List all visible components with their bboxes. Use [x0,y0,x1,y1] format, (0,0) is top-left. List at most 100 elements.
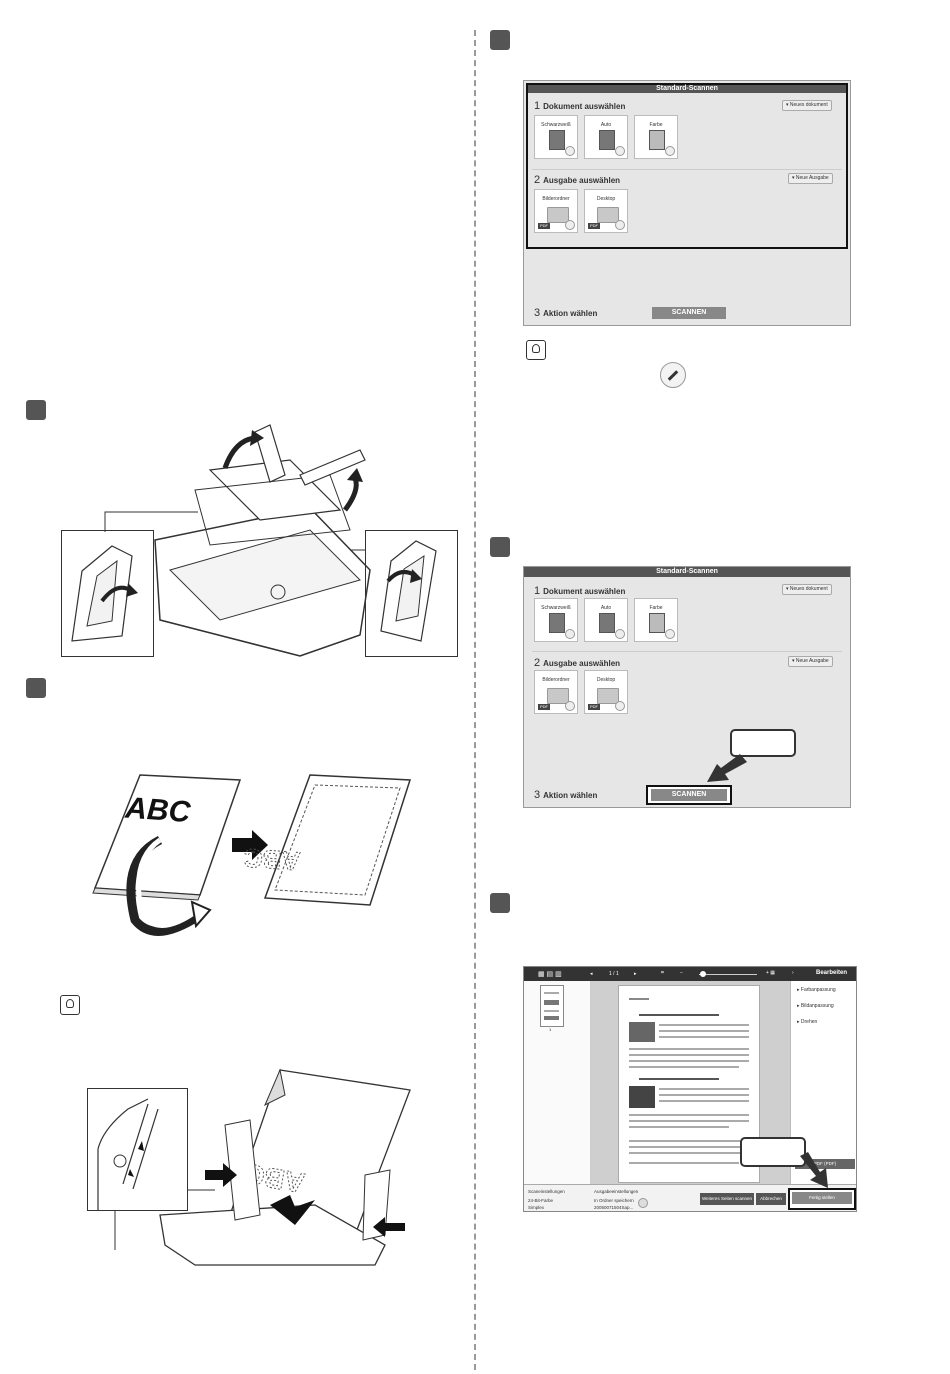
pen-icon[interactable] [565,701,575,711]
image-adjust-link[interactable]: ▸ Bildanpassung [797,1003,834,1009]
pen-icon[interactable] [565,220,575,230]
format-badge: PDF [588,223,600,229]
doc-card-color[interactable]: Farbe [634,115,678,159]
step-badge [490,30,510,50]
section-text: Ausgabe auswählen [543,176,621,185]
pen-icon[interactable] [565,146,575,156]
pen-icon[interactable] [665,146,675,156]
format-button[interactable]: PDF (PDF) [795,1159,855,1169]
inset-guide [87,1088,188,1211]
new-document-button[interactable]: ▾ Neues dokument [782,584,832,595]
scan-button[interactable]: SCANNEN [652,307,726,319]
pen-icon[interactable] [615,146,625,156]
format-badge: PDF [538,223,550,229]
document-icon [599,130,615,150]
inset-left [61,530,154,657]
zoom-slider-handle[interactable] [700,971,706,977]
color-adjust-link[interactable]: ▸ Farbanpassung [797,987,836,993]
scan-settings-label: Scaneinstellungen [528,1189,565,1194]
document-icon [549,613,565,633]
zoom-slider[interactable] [699,974,757,975]
new-output-button[interactable]: ▾ Neue Ausgabe [788,173,833,184]
cancel-button[interactable]: Abbrechen [756,1193,786,1205]
link-label: Farbanpassung [800,987,836,993]
zoom-in-icon[interactable]: + ▦ [766,970,776,976]
scan-more-button[interactable]: Weiteres Seiten scannen [700,1193,754,1205]
document-icon [599,613,615,633]
pen-icon[interactable] [665,629,675,639]
link-label: Drehen [800,1019,818,1025]
folder-icon [597,207,619,223]
callout-box [730,729,796,757]
scan-viewer-window: ▦ ▤ ▥ ◂ 1 / 1 ▸ ⌗ − + ▦ › Bearbeiten 1 [523,966,857,1212]
new-output-button[interactable]: ▾ Neue Ausgabe [788,656,833,667]
viewer-footer: Scaneinstellungen 24-Bit-Farbe Simplex A… [524,1184,856,1211]
pen-icon[interactable] [615,220,625,230]
doc-card-auto[interactable]: Auto [584,115,628,159]
thumbnail-number: 1 [549,1027,552,1032]
button-label: Neues dokument [789,586,828,592]
card-label: Desktop [596,196,616,202]
paper-orientation-illustration: ABC ABC [92,774,412,936]
section-text: Dokument auswählen [543,102,626,111]
card-label: Schwarzweiß [541,605,571,611]
new-document-button[interactable]: ▾ Neues dokument [782,100,832,111]
pen-icon[interactable] [565,629,575,639]
format-badge: PDF [588,704,600,710]
section-number: 1 [534,100,541,112]
edit-panel: ▸ Farbanpassung ▸ Bildanpassung ▸ Drehen… [790,981,856,1184]
scan-button[interactable]: SCANNEN [651,789,727,801]
folder-icon [547,207,569,223]
next-page-icon[interactable]: ▸ [634,971,637,977]
fit-icon[interactable]: ⌗ [661,970,664,976]
finish-button[interactable]: Fertig stellen [792,1192,852,1204]
prev-page-icon[interactable]: ◂ [590,971,593,977]
card-label: Desktop [596,677,616,683]
paper-insert-illustration: ABC [114,1068,411,1266]
doc-card-bw[interactable]: Schwarzweiß [534,115,578,159]
scan-settings-mode: Simplex [528,1205,545,1210]
card-label: Farbe [649,122,663,128]
abc-text-flipped: ABC [243,843,302,877]
window-title: Standard-Scannen [524,567,850,577]
viewer-toolbar: ▦ ▤ ▥ ◂ 1 / 1 ▸ ⌗ − + ▦ › Bearbeiten [524,967,856,981]
section-text: Aktion wählen [543,309,598,318]
window-title: Standard-Scannen [528,85,846,93]
output-settings-file: 20050071504Sap... [594,1205,634,1210]
highlight-frame [526,83,848,249]
section-number: 3 [534,307,541,319]
card-label: Bilderordner [542,677,570,683]
step-badge [26,400,46,420]
doc-card-bw[interactable]: Schwarzweiß [534,598,578,642]
scan-settings-value: 24-Bit-Farbe [528,1198,554,1203]
step-badge [26,678,46,698]
grid-view-icon[interactable]: ▦ ▤ ▥ [538,971,562,978]
pen-icon[interactable] [615,629,625,639]
section-text: Ausgabe auswählen [543,659,621,668]
expand-panel-icon[interactable]: › [792,970,794,976]
format-badge: PDF [538,704,550,710]
pen-icon [660,362,686,388]
rotate-link[interactable]: ▸ Drehen [797,1019,818,1025]
pen-icon[interactable] [615,701,625,711]
button-label: Neues dokument [789,102,828,108]
pen-icon[interactable] [638,1198,648,1208]
doc-card-color[interactable]: Farbe [634,598,678,642]
output-settings-value: In Ordner speichern [594,1198,634,1203]
zoom-out-icon[interactable]: − [680,970,683,976]
page-counter: 1 / 1 [609,971,619,977]
page-thumbnail[interactable] [540,985,564,1027]
scanner-open-illustration [104,424,371,657]
card-label: Farbe [649,605,663,611]
right-panel-title: Bearbeiten [816,970,848,976]
callout-arrow [707,754,747,782]
doc-card-auto[interactable]: Auto [584,598,628,642]
